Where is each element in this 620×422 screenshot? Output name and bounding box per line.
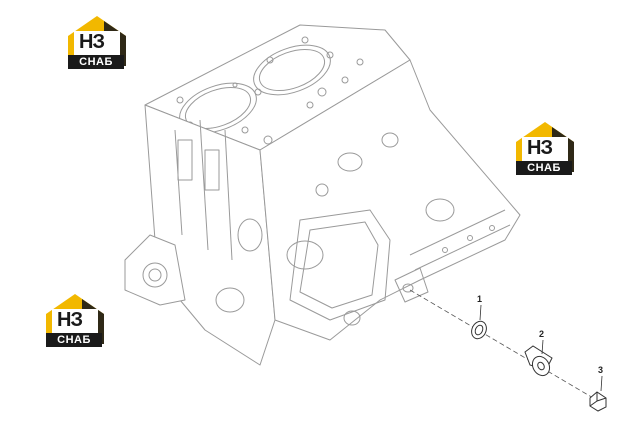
brand-logo: НЗ СНАБ	[64, 14, 130, 72]
engine-block	[124, 24, 521, 366]
brand-logo: НЗ СНАБ	[512, 120, 578, 178]
house-logo-icon	[516, 122, 574, 172]
logo-mark-text: НЗ	[79, 31, 105, 53]
leader-3	[600, 375, 603, 392]
part-3-plug	[589, 391, 607, 412]
brand-logo: НЗ СНАБ	[42, 292, 108, 350]
logo-mark-text: НЗ	[57, 309, 83, 331]
logo-caption: СНАБ	[46, 333, 102, 347]
logo-mark-text: НЗ	[527, 137, 553, 159]
part-1-washer	[471, 320, 487, 340]
logo-caption: СНАБ	[68, 55, 124, 69]
part-2-plug	[524, 345, 553, 377]
callout-3: 3	[598, 365, 604, 375]
callout-2: 2	[539, 329, 545, 339]
leader-2	[541, 339, 544, 355]
leader-1	[479, 304, 482, 321]
explode-axis-line	[409, 289, 601, 403]
house-logo-icon	[46, 294, 104, 344]
callout-1: 1	[477, 294, 483, 304]
logo-caption: СНАБ	[516, 161, 572, 175]
house-logo-icon	[68, 16, 126, 66]
